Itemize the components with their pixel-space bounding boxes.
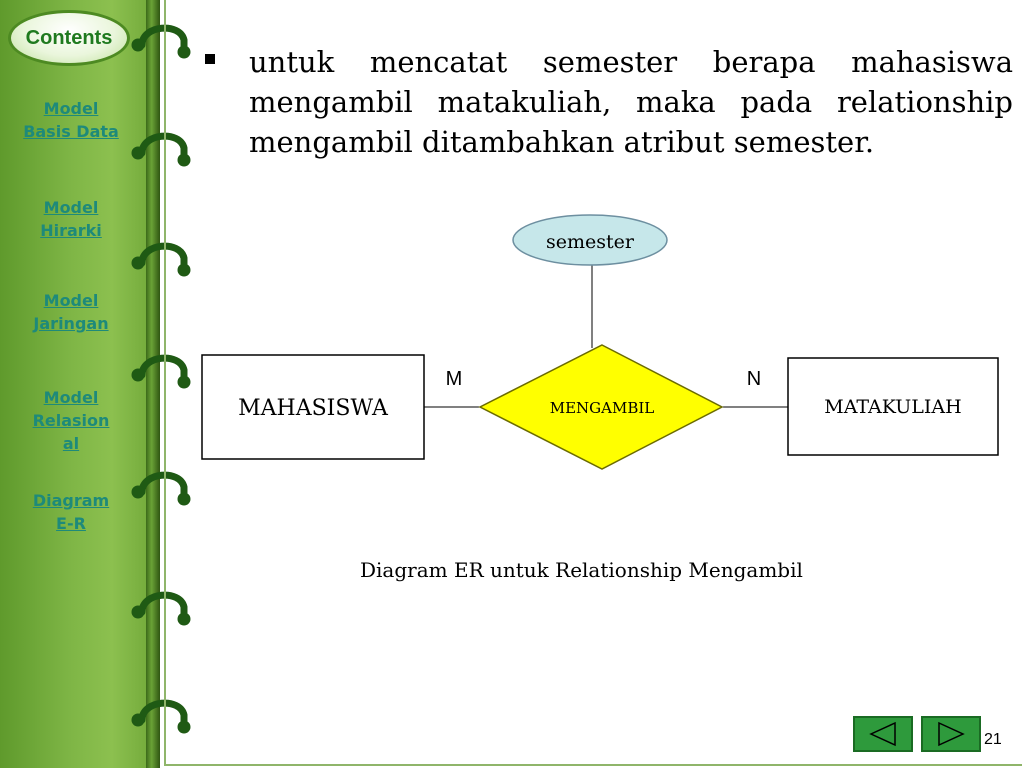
next-slide-button[interactable] xyxy=(921,716,981,752)
nav-link-model-basis-data[interactable]: Model Basis Data xyxy=(6,97,136,143)
nav-link-line: Relasion xyxy=(32,411,110,430)
nav-link-line: Model xyxy=(43,198,99,217)
attribute-label: semester xyxy=(546,231,635,253)
nav-link-model-hirarki[interactable]: Model Hirarki xyxy=(6,196,136,242)
relationship-diamond xyxy=(478,344,724,470)
attribute-ellipse xyxy=(512,214,668,266)
triangle-right-icon xyxy=(938,721,965,747)
nav-link-model-relasional[interactable]: Model Relasion al xyxy=(6,386,136,455)
triangle-left-icon xyxy=(869,721,896,747)
entity-mahasiswa xyxy=(201,354,425,460)
sidebar xyxy=(0,0,160,768)
er-diagram: semester MENGAMBIL MAHASISWA MATAKULIAH … xyxy=(201,214,999,470)
nav-link-line: Jaringan xyxy=(33,314,109,333)
entity-matakuliah-label: MATAKULIAH xyxy=(824,396,961,418)
entity-matakuliah xyxy=(787,357,999,456)
relationship-label: MENGAMBIL xyxy=(550,399,655,417)
cardinality-n: N xyxy=(747,368,761,390)
bullet-text: untuk mencatat semester berapa mahasiswa… xyxy=(249,45,1013,159)
nav-link-diagram-er[interactable]: Diagram E-R xyxy=(6,489,136,535)
page-number: 21 xyxy=(984,731,1002,748)
previous-slide-button[interactable] xyxy=(853,716,913,752)
contents-button[interactable]: Contents xyxy=(8,10,130,66)
content-frame xyxy=(164,0,1022,766)
nav-link-line: Hirarki xyxy=(40,221,102,240)
nav-link-line: E-R xyxy=(56,514,86,533)
nav-link-line: Basis Data xyxy=(23,122,119,141)
nav-link-line: Model xyxy=(43,388,99,407)
nav-link-line: al xyxy=(62,434,80,453)
nav-link-model-jaringan[interactable]: Model Jaringan xyxy=(6,289,136,335)
nav-link-line: Model xyxy=(43,99,99,118)
cardinality-m: M xyxy=(446,368,463,390)
nav-link-line: Diagram xyxy=(32,491,110,510)
square-bullet-icon xyxy=(205,54,215,64)
nav-link-line: Model xyxy=(43,291,99,310)
diagram-caption: Diagram ER untuk Relationship Mengambil xyxy=(360,558,803,582)
entity-mahasiswa-label: MAHASISWA xyxy=(238,396,389,421)
